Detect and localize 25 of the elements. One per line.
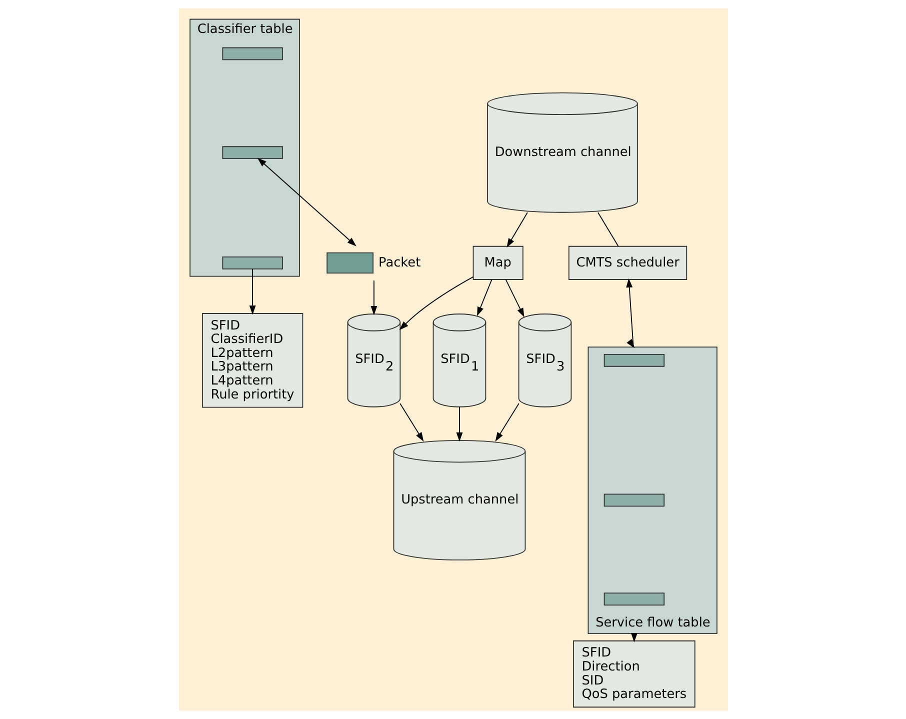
arrow (456, 406, 462, 442)
node-bar (222, 256, 282, 270)
node-box: CMTS scheduler (568, 246, 687, 280)
arrow (476, 279, 492, 316)
arrow (398, 276, 474, 330)
node-label: Packet (378, 255, 420, 270)
arrow (626, 278, 634, 348)
arrow (506, 212, 528, 248)
arrow (504, 279, 524, 318)
node-bar (222, 146, 282, 160)
node-box: SFID ClassifierID L2pattern L3pattern L4pattern Rule priortity (201, 313, 303, 408)
cluster: Classifier table (189, 18, 300, 277)
node-box: Map (472, 246, 523, 280)
arrow (494, 403, 519, 442)
arrow (399, 403, 424, 442)
cluster: Service flow table (587, 346, 717, 634)
node-bar (603, 592, 664, 606)
arrow (248, 268, 256, 315)
arrow (256, 158, 356, 246)
node-bar (222, 47, 282, 60)
node-bar (603, 354, 664, 367)
node-bar (603, 494, 664, 507)
node-box: SFID Direction SID QoS parameters (572, 640, 695, 708)
connector (597, 212, 618, 247)
arrow (370, 280, 377, 316)
